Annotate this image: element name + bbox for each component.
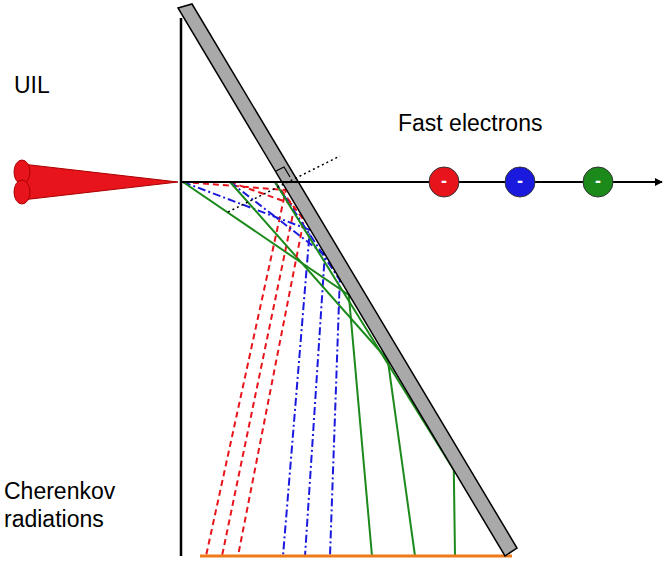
electron-circle: - (582, 166, 614, 198)
electron-circle: - (428, 166, 460, 198)
cherenkov-ray (183, 182, 286, 556)
cherenkov-ray (275, 182, 455, 556)
electron-circle: - (504, 166, 536, 198)
cherenkov-ray (238, 182, 304, 556)
charge-sign: - (504, 171, 536, 192)
charge-sign: - (582, 171, 614, 192)
surface-normal (228, 156, 340, 212)
detector-line (200, 555, 512, 558)
right-angle-mark (276, 167, 290, 177)
cherenkov-ray (222, 182, 295, 556)
cherenkov-ray (183, 182, 310, 556)
radiation-label: Cherenkov radiations (4, 478, 132, 533)
cherenkov-ray (183, 182, 372, 556)
laser-label: UIL (14, 72, 94, 100)
electron-label: Fast electrons (398, 110, 598, 138)
laser-cone (22, 164, 178, 200)
radiator-slab (178, 4, 517, 556)
charge-sign: - (428, 171, 460, 192)
laser-beam-end (14, 180, 30, 204)
target-rear-surface (180, 18, 183, 556)
